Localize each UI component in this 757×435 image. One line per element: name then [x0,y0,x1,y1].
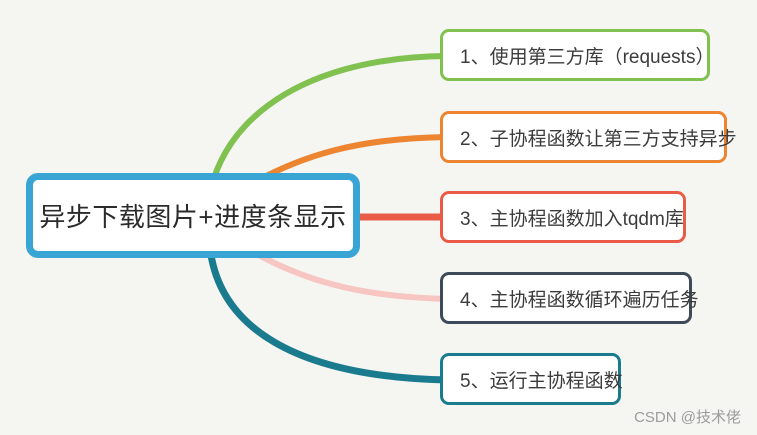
watermark-text: CSDN @技术佬 [634,409,741,426]
branch-label-5: 5、运行主协程函数 [460,370,623,392]
branch-node-2[interactable]: 2、子协程函数让第三方支持异步 [440,111,737,163]
branch-label-3: 3、主协程函数加入tqdm库 [460,208,684,230]
branch-node-4[interactable]: 4、主协程函数循环遍历任务 [440,272,699,324]
branch-label-4: 4、主协程函数循环遍历任务 [460,289,699,311]
central-topic-label: 异步下载图片+进度条显示 [39,202,347,232]
branch-label-2: 2、子协程函数让第三方支持异步 [460,128,737,150]
branch-label-1: 1、使用第三方库（requests） [460,46,715,68]
branch-node-5[interactable]: 5、运行主协程函数 [440,353,623,405]
branch-node-1[interactable]: 1、使用第三方库（requests） [440,29,714,81]
connector-branch-5 [205,231,452,384]
central-topic-node[interactable]: 异步下载图片+进度条显示 [26,173,360,258]
branch-node-3[interactable]: 3、主协程函数加入tqdm库 [440,191,686,243]
